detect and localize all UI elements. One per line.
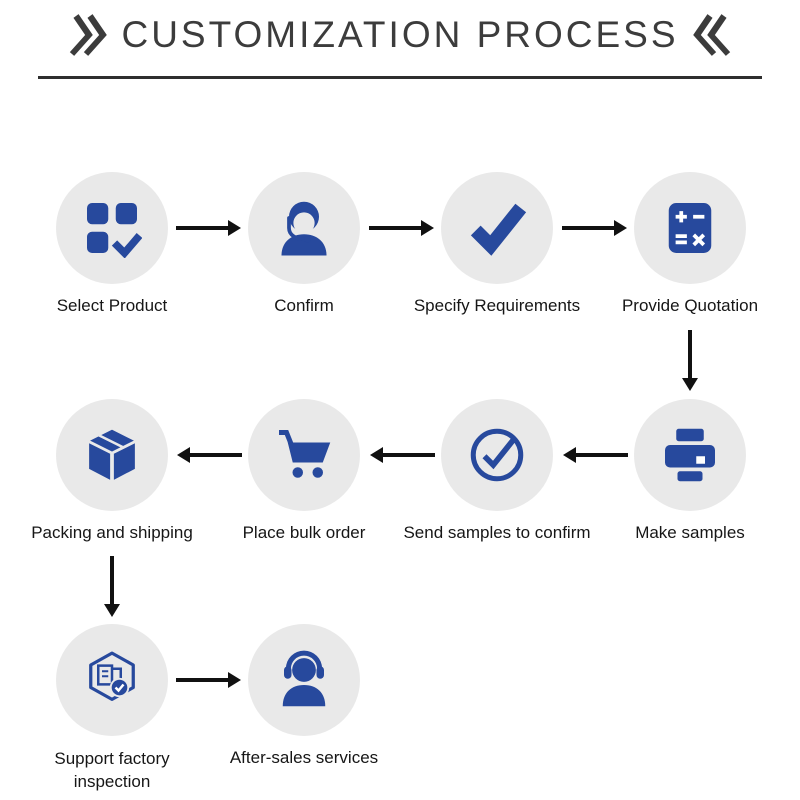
step-label: Packing and shipping: [31, 523, 193, 542]
title-underline: [38, 76, 762, 79]
flow-arrow-right-1: [176, 226, 228, 230]
check-circle-icon: [470, 428, 524, 482]
checkmark-icon: [470, 203, 527, 256]
step-label: Place bulk order: [242, 523, 366, 542]
step-label: Confirm: [274, 296, 334, 315]
step-place-bulk-order: Place bulk order: [243, 399, 365, 542]
select-product-icon: [87, 203, 142, 258]
title-row: CUSTOMIZATION PROCESS: [0, 12, 800, 58]
step-select-product: Select Product: [56, 172, 168, 315]
step-circle: [248, 399, 360, 511]
step-support-factory-inspection: Support factory inspection: [54, 624, 170, 791]
step-circle: [248, 624, 360, 736]
flow-arrow-down-2: [110, 556, 114, 604]
step-circle: [441, 172, 553, 284]
calculator-icon: [668, 203, 712, 253]
flow-arrow-right-3: [562, 226, 614, 230]
step-label: After-sales services: [229, 748, 379, 767]
step-label: Select Product: [56, 296, 168, 315]
step-circle: [56, 172, 168, 284]
factory-inspection-icon: [89, 651, 135, 701]
step-after-sales-services: After-sales services: [230, 624, 378, 767]
flow-arrow-left-3: [190, 453, 242, 457]
step-confirm: Confirm: [248, 172, 360, 315]
customer-service-icon: [281, 201, 327, 256]
step-specify-requirements: Specify Requirements: [414, 172, 580, 315]
flow-arrow-left-2: [383, 453, 435, 457]
step-circle: [56, 399, 168, 511]
step-circle: [634, 399, 746, 511]
step-label: Specify Requirements: [413, 296, 581, 315]
step-label: Provide Quotation: [621, 296, 759, 315]
shopping-cart-icon: [279, 430, 331, 478]
printer-icon: [665, 428, 715, 482]
step-provide-quotation: Provide Quotation: [622, 172, 758, 315]
flow-arrow-down-1: [688, 330, 692, 378]
step-label: Support factory inspection: [54, 749, 170, 791]
flow-arrow-right-4: [176, 678, 228, 682]
double-chevron-right-icon: [70, 14, 108, 56]
step-label: Make samples: [635, 523, 745, 542]
step-circle: [248, 172, 360, 284]
step-label: Send samples to confirm: [403, 523, 591, 542]
double-chevron-left-icon: [692, 14, 730, 56]
step-make-samples: Make samples: [634, 399, 746, 542]
flow-arrow-right-2: [369, 226, 421, 230]
step-circle: [634, 172, 746, 284]
step-packing-and-shipping: Packing and shipping: [31, 399, 193, 542]
step-send-samples-to-confirm: Send samples to confirm: [403, 399, 591, 542]
page-title: CUSTOMIZATION PROCESS: [121, 14, 679, 55]
step-circle: [441, 399, 553, 511]
flow-arrow-left-1: [576, 453, 628, 457]
package-box-icon: [86, 427, 138, 483]
step-circle: [56, 624, 168, 736]
headset-icon: [282, 650, 326, 707]
